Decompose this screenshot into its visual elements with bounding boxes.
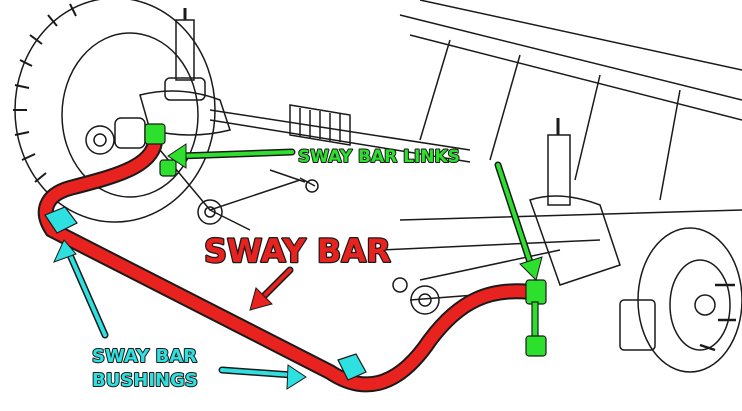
line-art <box>13 0 742 373</box>
sway-bar <box>37 124 538 393</box>
right-bushing <box>337 353 367 381</box>
steering-rack <box>209 104 471 163</box>
label-bushings-line2: BUSHINGS <box>92 370 198 391</box>
label-sway-bar: SWAY BAR <box>204 232 391 270</box>
right-strut <box>529 118 621 286</box>
left-tire <box>13 0 216 223</box>
sway-bar-links <box>144 123 547 357</box>
sway-bar-fill <box>39 126 536 391</box>
right-rotor <box>619 227 742 373</box>
right-link-top <box>525 279 547 305</box>
left-link-top <box>144 123 166 145</box>
links-arrow-right <box>494 161 543 281</box>
left-bushing <box>44 206 78 234</box>
left-link-bottom <box>159 159 177 177</box>
sway-bar-arrow <box>249 266 294 311</box>
frame-rails <box>379 0 742 251</box>
links-arrow-left <box>167 143 296 169</box>
label-sway-bar-links: SWAY BAR LINKS <box>298 147 460 167</box>
left-strut <box>85 8 231 155</box>
bushings-arrow-left <box>53 239 109 339</box>
sway-bar-bushings <box>44 206 367 381</box>
arrows <box>53 143 543 390</box>
right-link-rod <box>531 301 539 339</box>
bushings-arrow-right <box>218 364 307 390</box>
label-bushings-line1: SWAY BAR <box>92 346 197 367</box>
right-link-bottom <box>525 335 547 357</box>
